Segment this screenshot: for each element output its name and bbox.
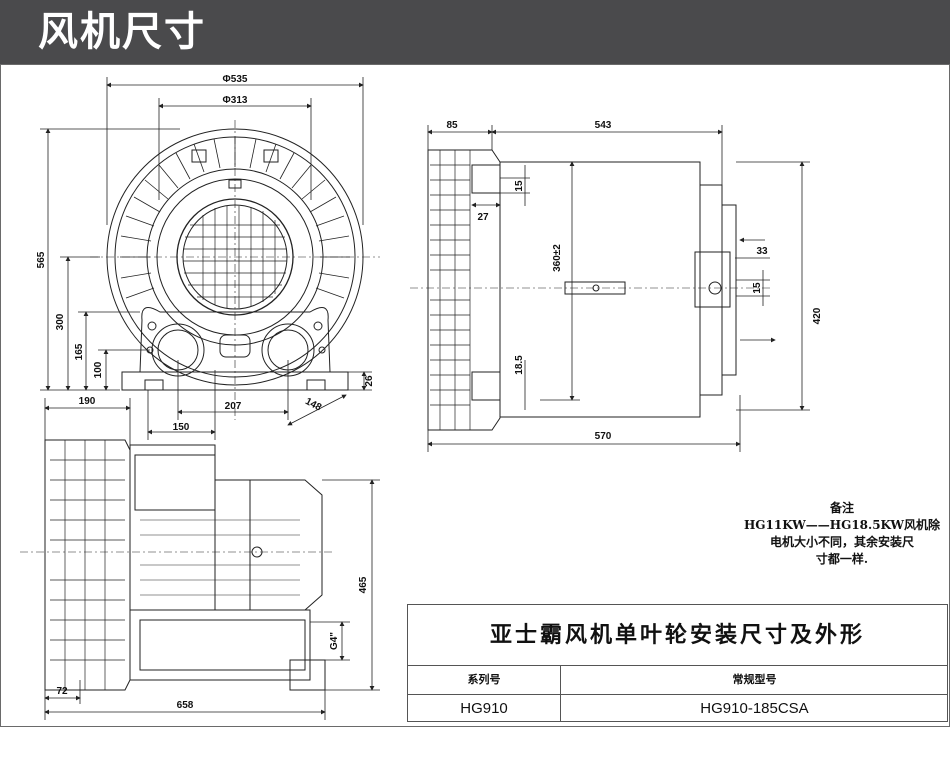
- remark-line-2: 电机大小不同，其余安装尺: [769, 535, 914, 549]
- dim-w85: 85: [446, 120, 458, 131]
- top-dimensions: [44, 398, 380, 720]
- remark-note: 备注 HG11KW——HG18.5KW风机除 电机大小不同，其余安装尺 寸都一样…: [742, 500, 942, 568]
- remark-title: 备注: [829, 501, 854, 515]
- dim-w150: 150: [173, 422, 190, 433]
- dim-w148: 148: [303, 396, 323, 414]
- dim-h565: 565: [36, 251, 47, 268]
- page-title: 风机尺寸: [38, 9, 206, 55]
- dim-w27: 27: [477, 212, 489, 223]
- series-value: HG910: [408, 695, 561, 722]
- dim-w207: 207: [225, 401, 242, 412]
- dim-w658: 658: [177, 700, 194, 711]
- dim-w543: 543: [595, 120, 612, 131]
- model-value: HG910-185CSA: [700, 700, 809, 717]
- top-dimension-labels: 190 465 G4" 72 658: [56, 396, 369, 711]
- dim-h15b: 15: [752, 282, 763, 294]
- title-block: 亚士霸风机单叶轮安装尺寸及外形 系列号 常规型号 HG910 HG910-185…: [407, 604, 948, 722]
- front-view: [90, 120, 380, 420]
- remark-line-1: HG11KW——HG18.5KW风机除: [743, 518, 941, 532]
- top-view: [20, 439, 335, 691]
- dim-h165: 165: [74, 343, 85, 360]
- front-dimensions: [40, 77, 372, 440]
- dim-h300: 300: [55, 313, 66, 330]
- title-block-heading: 亚士霸风机单叶轮安装尺寸及外形: [408, 605, 947, 666]
- series-header: 系列号: [408, 665, 561, 695]
- dim-w72: 72: [56, 686, 68, 697]
- dim-d535: Φ535: [223, 74, 248, 85]
- remark-line-3: 寸都一样.: [815, 552, 869, 566]
- front-dimension-labels: Φ535 Φ313 565 300 165 100 26 207 148 150: [36, 74, 375, 433]
- dim-h26: 26: [364, 375, 375, 387]
- dim-w33: 33: [756, 246, 768, 257]
- model-header: 常规型号: [561, 665, 948, 695]
- dim-h100: 100: [93, 361, 104, 378]
- dim-h420: 420: [812, 307, 823, 324]
- dim-h18-5: 18.5: [514, 355, 525, 375]
- header-bar: 风机尺寸: [0, 0, 950, 64]
- side-view: [410, 149, 776, 431]
- dim-h360: 360±2: [552, 244, 563, 272]
- dim-w570: 570: [595, 431, 612, 442]
- dim-g4: G4": [329, 632, 340, 650]
- dim-w190: 190: [79, 396, 96, 407]
- dim-h15a: 15: [514, 180, 525, 192]
- side-dimension-labels: 85 543 15 27 360±2 18.5 33 15 420 570: [446, 120, 823, 442]
- dim-h465: 465: [358, 576, 369, 593]
- dim-d313: Φ313: [223, 95, 248, 106]
- side-dimensions: [427, 125, 810, 452]
